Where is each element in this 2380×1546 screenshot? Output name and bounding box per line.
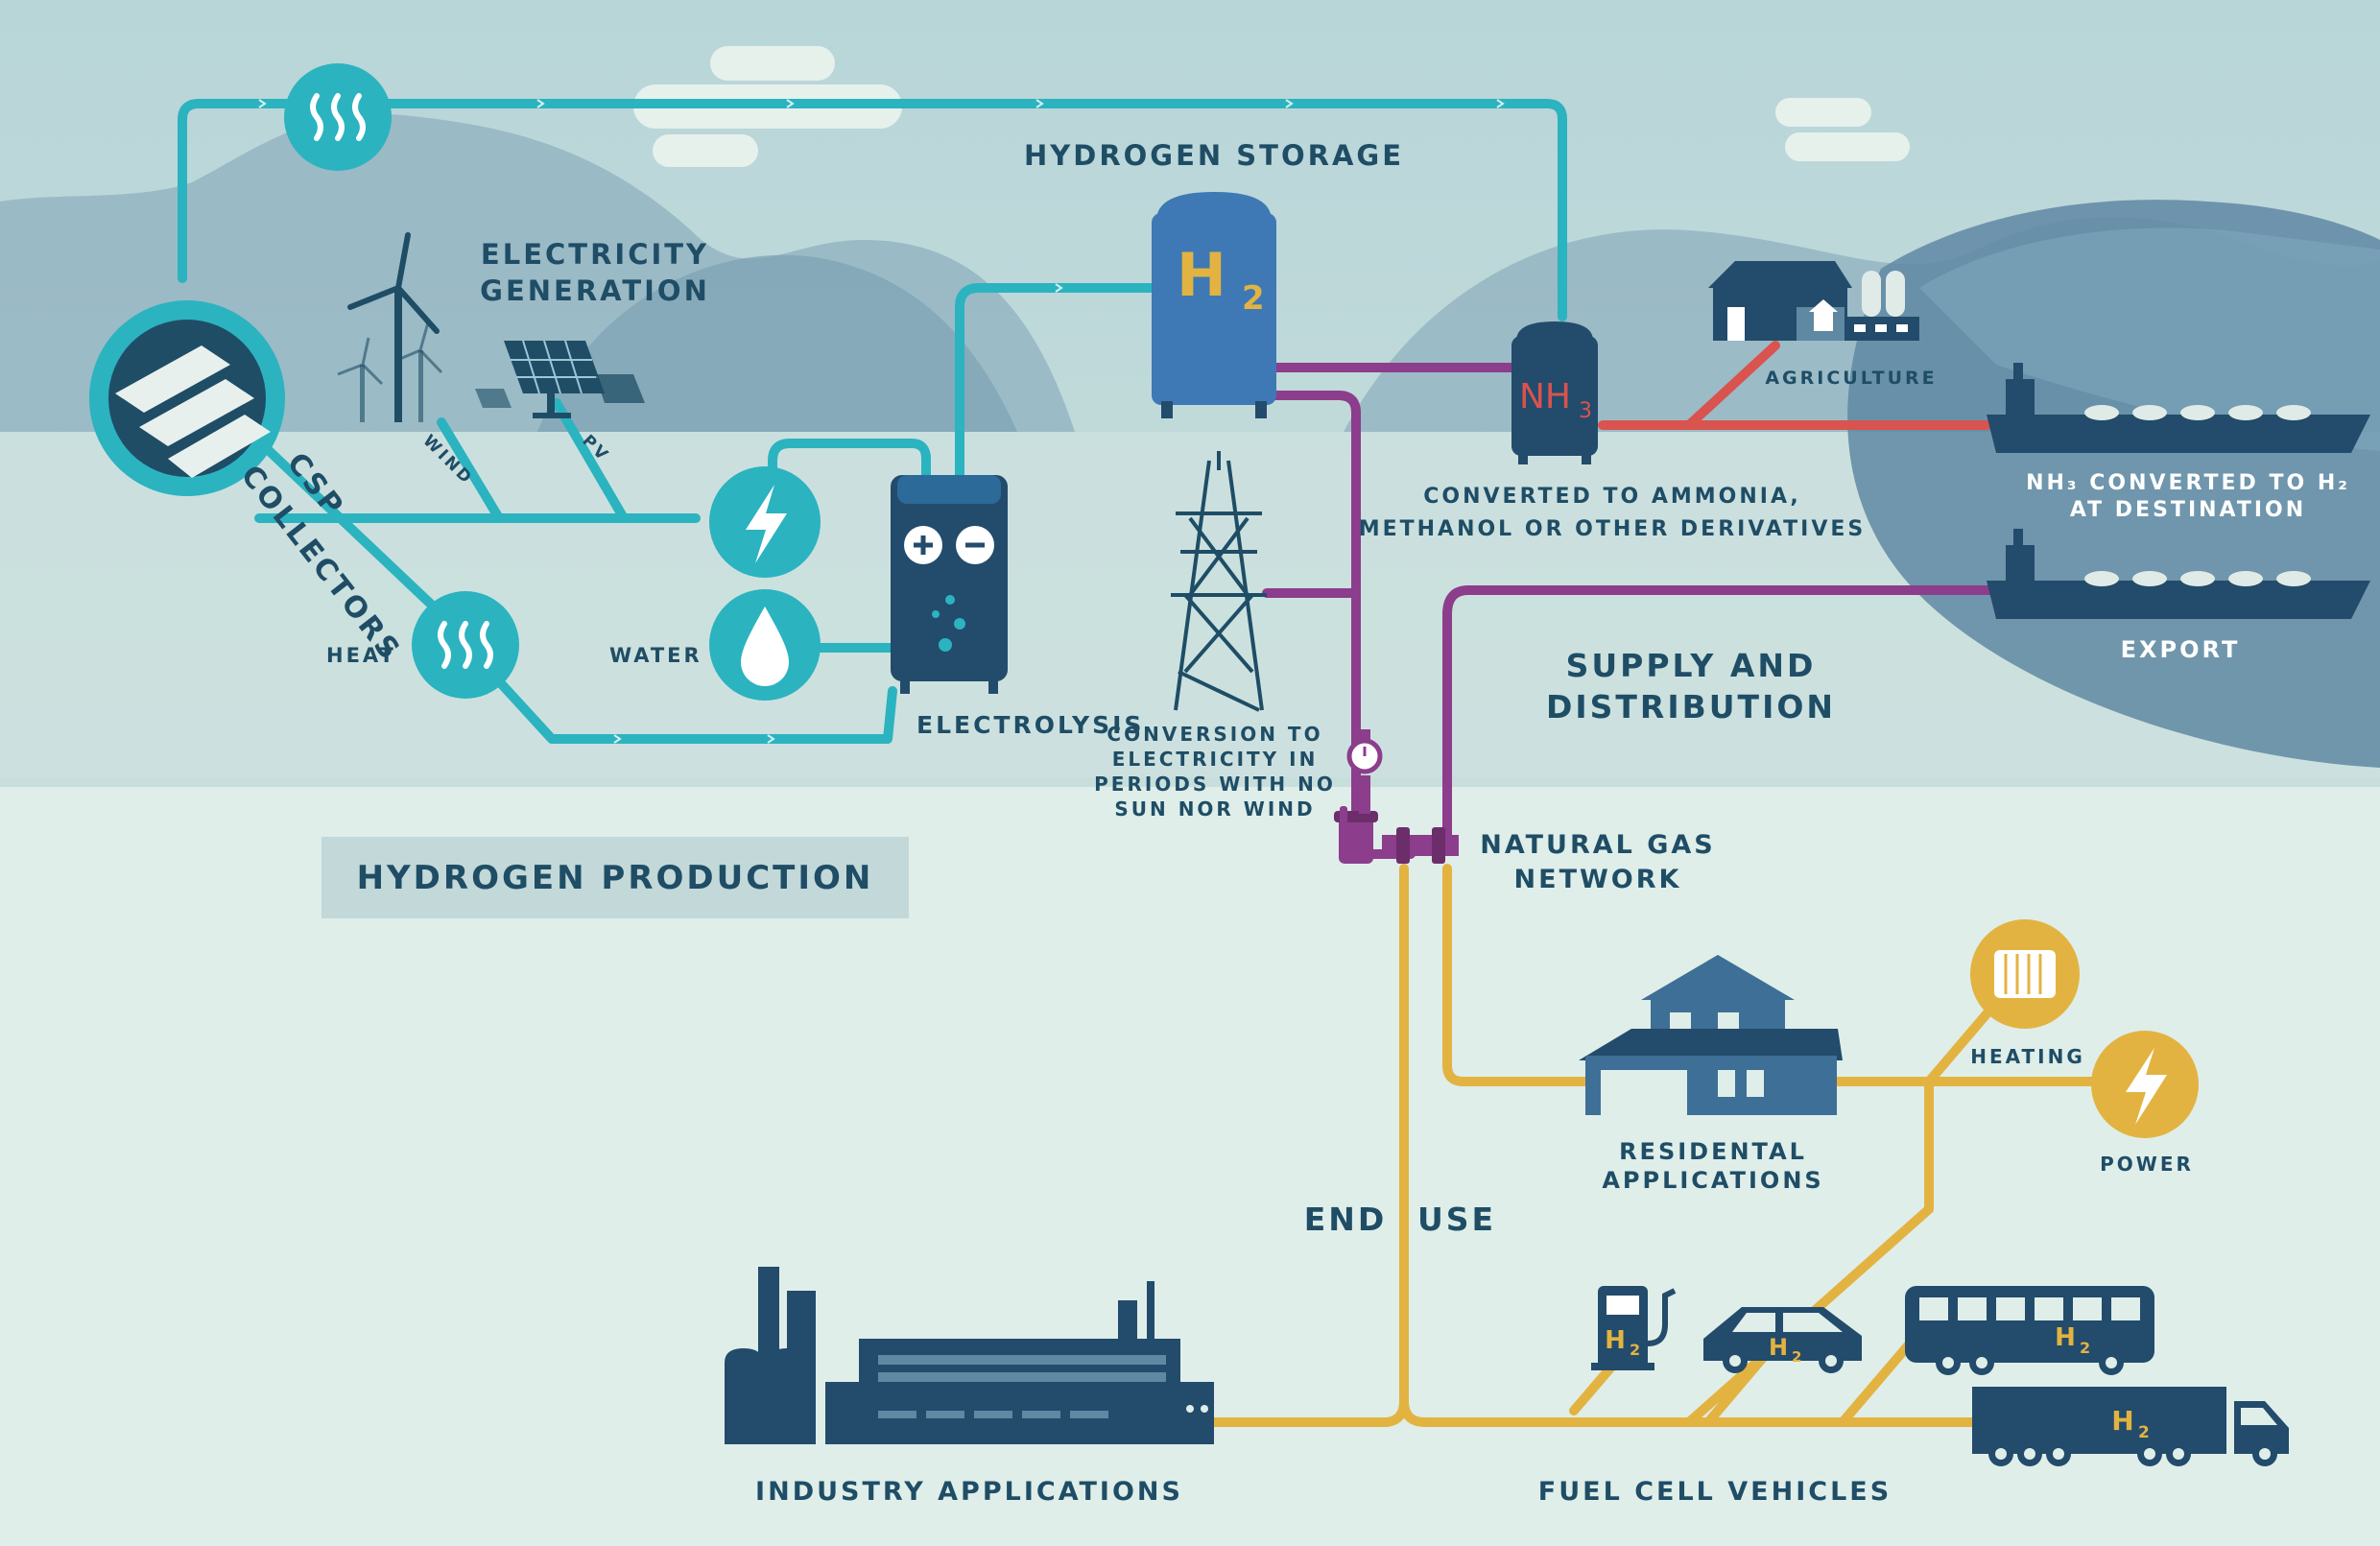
truck-h2-sub: 2 <box>2138 1423 2150 1442</box>
label-derivatives-1: CONVERTED TO AMMONIA, <box>1423 485 1801 509</box>
electricity-icon <box>709 466 821 578</box>
label-electricity-generation-1: ELECTRICITY <box>481 238 709 271</box>
nh3-tank-subscript: 3 <box>1579 399 1592 423</box>
label-fuel-cell: FUEL CELL VEHICLES <box>1538 1477 1892 1507</box>
teal-flow-arrows <box>258 99 1505 744</box>
h2-tank-subscript: 2 <box>1242 279 1265 318</box>
teal-pipes <box>178 99 1567 744</box>
solar-panel-icon <box>475 340 645 418</box>
farm-icon <box>1708 261 1919 341</box>
clouds <box>633 46 1910 167</box>
label-industry: INDUSTRY APPLICATIONS <box>755 1477 1183 1507</box>
label-electricity-generation-2: GENERATION <box>480 274 710 307</box>
hydrogen-storage-tank-icon: H 2 <box>1152 192 1276 418</box>
car-icon: H 2 <box>1703 1307 1862 1373</box>
label-conversion-3: PERIODS WITH NO <box>1094 773 1336 796</box>
bus-h2-sub: 2 <box>2080 1339 2090 1357</box>
label-electrolysis: ELECTROLYSIS <box>916 711 1144 739</box>
fuel-station-h2-sub: 2 <box>1630 1341 1640 1359</box>
car-h2-sub: 2 <box>1792 1348 1801 1366</box>
electrolysis-tank-icon <box>891 475 1008 694</box>
ship-icon-top <box>1987 363 2370 453</box>
label-gas-network-2: NETWORK <box>1514 865 1682 894</box>
bus-h2: H <box>2055 1323 2076 1352</box>
label-conversion-1: CONVERSION TO <box>1107 723 1322 746</box>
label-water: WATER <box>609 644 702 667</box>
h2-tank-label: H <box>1177 240 1226 310</box>
section-end: END <box>1304 1201 1388 1238</box>
nh3-tank-label: NH <box>1519 377 1571 416</box>
label-heat: HEAT <box>326 644 396 667</box>
label-hydrogen-storage: HYDROGEN STORAGE <box>1024 139 1404 172</box>
fuel-station-h2: H <box>1605 1326 1626 1355</box>
heat-icon-top <box>284 63 392 171</box>
fuel-station-icon: H 2 <box>1591 1286 1677 1370</box>
section-supply-2: DISTRIBUTION <box>1546 688 1836 725</box>
bus-icon: H 2 <box>1905 1286 2154 1375</box>
label-nh3-destination-1: NH₃ CONVERTED TO H₂ <box>2026 471 2350 495</box>
hydrogen-production-box <box>321 837 909 918</box>
truck-icon: H 2 <box>1972 1387 2289 1466</box>
ammonia-tank-icon: NH 3 <box>1511 321 1598 464</box>
heat-icon <box>412 591 519 699</box>
label-residential-1: RESIDENTAL <box>1619 1138 1807 1165</box>
label-gas-network-1: NATURAL GAS <box>1480 830 1716 860</box>
label-heating: HEATING <box>1970 1045 2085 1068</box>
wind-turbine-icon <box>337 232 443 422</box>
label-agriculture: AGRICULTURE <box>1765 368 1937 389</box>
gas-valve <box>1334 729 1459 864</box>
label-export: EXPORT <box>2121 636 2241 663</box>
heating-icon <box>1970 919 2080 1029</box>
factory-icon <box>725 1267 1214 1444</box>
red-pipes <box>1598 341 1991 430</box>
power-icon <box>2091 1031 2199 1138</box>
water-drop-icon <box>709 589 821 701</box>
ship-icon-export <box>1987 529 2370 619</box>
truck-h2: H <box>2111 1405 2133 1437</box>
car-h2: H <box>1769 1334 1788 1361</box>
label-derivatives-2: METHANOL OR OTHER DERIVATIVES <box>1359 517 1867 541</box>
section-supply-1: SUPPLY AND <box>1566 647 1817 684</box>
csp-collector-icon <box>89 300 285 496</box>
label-residential-2: APPLICATIONS <box>1602 1167 1823 1194</box>
section-use: USE <box>1417 1201 1496 1238</box>
house-icon <box>1579 955 1843 1115</box>
label-conversion-4: SUN NOR WIND <box>1114 797 1315 821</box>
power-pylon-icon <box>1171 451 1267 712</box>
label-power: POWER <box>2100 1153 2194 1176</box>
label-nh3-destination-2: AT DESTINATION <box>2070 498 2306 522</box>
section-hydrogen-production: HYDROGEN PRODUCTION <box>357 859 874 897</box>
label-conversion-2: ELECTRICITY IN <box>1112 748 1319 771</box>
